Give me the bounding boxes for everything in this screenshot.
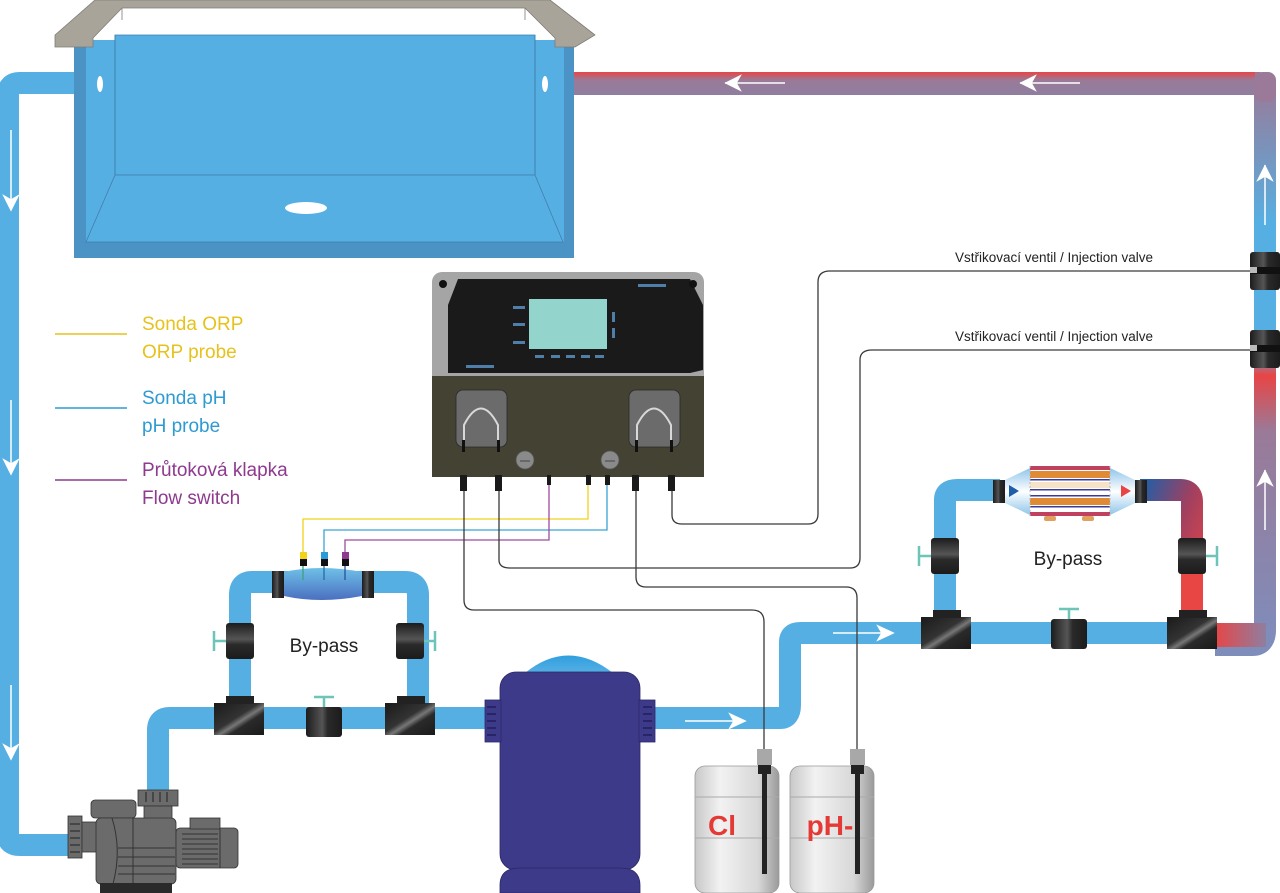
pipe-return-top <box>570 72 1260 95</box>
arrow-right-icon <box>685 712 747 730</box>
circulation-pump <box>67 789 239 893</box>
tank-label-cl: Cl <box>708 810 736 841</box>
legend-flow-line1: Průtoková klapka <box>142 460 288 481</box>
wire-ph <box>323 485 608 552</box>
tank-label-ph-minus: pH- <box>807 810 854 841</box>
injection-valve-2 <box>1250 330 1280 368</box>
tee-fitting <box>1167 610 1217 649</box>
legend-item-orp-probe: Sonda ORP ORP probe <box>55 314 243 363</box>
orp-probe-cap <box>300 552 307 559</box>
flow-arrows <box>2 74 1274 761</box>
tee-fitting <box>385 696 435 735</box>
ph-probe-cap <box>321 552 328 559</box>
bypass-label-left: By-pass <box>290 636 359 657</box>
menu-button[interactable] <box>612 312 615 322</box>
screw-icon <box>689 280 697 288</box>
legend: Sonda ORP ORP probe Sonda pH pH probe Pr… <box>55 314 288 509</box>
status-led <box>466 365 494 368</box>
ball-valve-right-bypass[interactable] <box>1051 607 1087 649</box>
injection-valve-1 <box>1250 252 1280 290</box>
sand-filter <box>484 655 656 893</box>
ball-valve-right-inlet[interactable] <box>917 538 959 574</box>
chlorine-tank: Cl <box>694 749 780 893</box>
filter-lid <box>525 655 613 673</box>
pipe-corner-top-right <box>1254 72 1276 102</box>
menu-button[interactable] <box>513 323 525 326</box>
arrow-up-icon <box>1256 164 1274 225</box>
tube-cl-discharge <box>671 270 1255 525</box>
pool-return-nozzle <box>542 76 548 92</box>
legend-item-flow-switch: Průtoková klapka Flow switch <box>55 460 288 509</box>
arrow-down-icon <box>2 130 20 212</box>
peristaltic-pump-left <box>455 389 508 452</box>
legend-orp-line1: Sonda ORP <box>142 314 243 335</box>
menu-button[interactable] <box>566 355 575 358</box>
menu-button[interactable] <box>551 355 560 358</box>
arrow-up-icon <box>1256 469 1274 530</box>
bypass-right-assembly: By-pass <box>917 466 1219 649</box>
controller-connectors <box>460 475 675 491</box>
ph-minus-tank: pH- <box>789 749 875 893</box>
wire-orp <box>302 485 589 552</box>
legend-orp-line2: ORP probe <box>142 342 237 363</box>
bypass-left-assembly: By-pass <box>212 552 437 737</box>
heat-exchanger <box>993 466 1147 521</box>
legend-item-ph-probe: Sonda pH pH probe <box>55 388 227 437</box>
wires <box>302 270 1255 750</box>
tee-fitting <box>921 610 971 649</box>
arrow-left-icon <box>1019 74 1080 92</box>
legend-ph-line2: pH probe <box>142 416 220 437</box>
peristaltic-pump-right <box>628 389 681 452</box>
dosing-controller <box>432 272 704 491</box>
pool-back-wall <box>114 34 536 176</box>
menu-button[interactable] <box>612 328 615 338</box>
pipe-bypass-right-hot <box>1140 479 1203 625</box>
outlet-arrow-icon <box>1121 485 1131 497</box>
pool <box>54 0 596 258</box>
arrow-down-icon <box>2 400 20 476</box>
cable-gland-icon <box>515 450 535 470</box>
cable-gland-icon <box>600 450 620 470</box>
flow-switch-cap <box>342 552 349 559</box>
menu-button[interactable] <box>595 355 604 358</box>
probe-holder <box>272 552 374 600</box>
tube-cl-suction <box>463 490 765 750</box>
filter-tank <box>499 671 641 871</box>
tube-ph-suction <box>635 490 858 750</box>
controller-buttons <box>466 284 666 368</box>
ball-valve-left-inlet[interactable] <box>212 623 254 659</box>
pipe-bypass-right-cold <box>934 479 1000 625</box>
controller-screen <box>529 299 607 349</box>
legend-ph-line1: Sonda pH <box>142 388 227 409</box>
screw-icon <box>439 280 447 288</box>
filter-base <box>499 867 641 893</box>
arrow-right-icon <box>833 624 895 642</box>
menu-button[interactable] <box>581 355 590 358</box>
arrow-down-icon <box>2 685 20 761</box>
arrow-left-icon <box>724 74 785 92</box>
tee-fitting <box>214 696 264 735</box>
pool-main-drain <box>285 202 327 214</box>
status-led <box>638 284 666 287</box>
injection-valve-label-2: Vstřikovací ventil / Injection valve <box>955 329 1153 344</box>
menu-button[interactable] <box>535 355 544 358</box>
ball-valve-left-bypass[interactable] <box>306 695 342 737</box>
ball-valve-right-outlet[interactable] <box>1178 538 1219 574</box>
tube-ph-discharge <box>498 349 1255 569</box>
pool-skimmer-inlet <box>97 76 103 92</box>
pipe-heat-outlet <box>1214 623 1266 647</box>
legend-flow-line2: Flow switch <box>142 488 240 509</box>
menu-button[interactable] <box>513 306 525 309</box>
pipe-pool-to-pump <box>0 72 80 856</box>
bypass-label-right: By-pass <box>1034 549 1103 570</box>
injection-valve-label-1: Vstřikovací ventil / Injection valve <box>955 250 1153 265</box>
menu-button[interactable] <box>513 341 525 344</box>
pipe-filter-outlet <box>640 622 1215 729</box>
inlet-arrow-icon <box>1009 485 1019 497</box>
wire-flow <box>344 485 550 552</box>
pipe-pump-outlet <box>147 707 490 790</box>
ball-valve-left-outlet[interactable] <box>396 623 437 659</box>
